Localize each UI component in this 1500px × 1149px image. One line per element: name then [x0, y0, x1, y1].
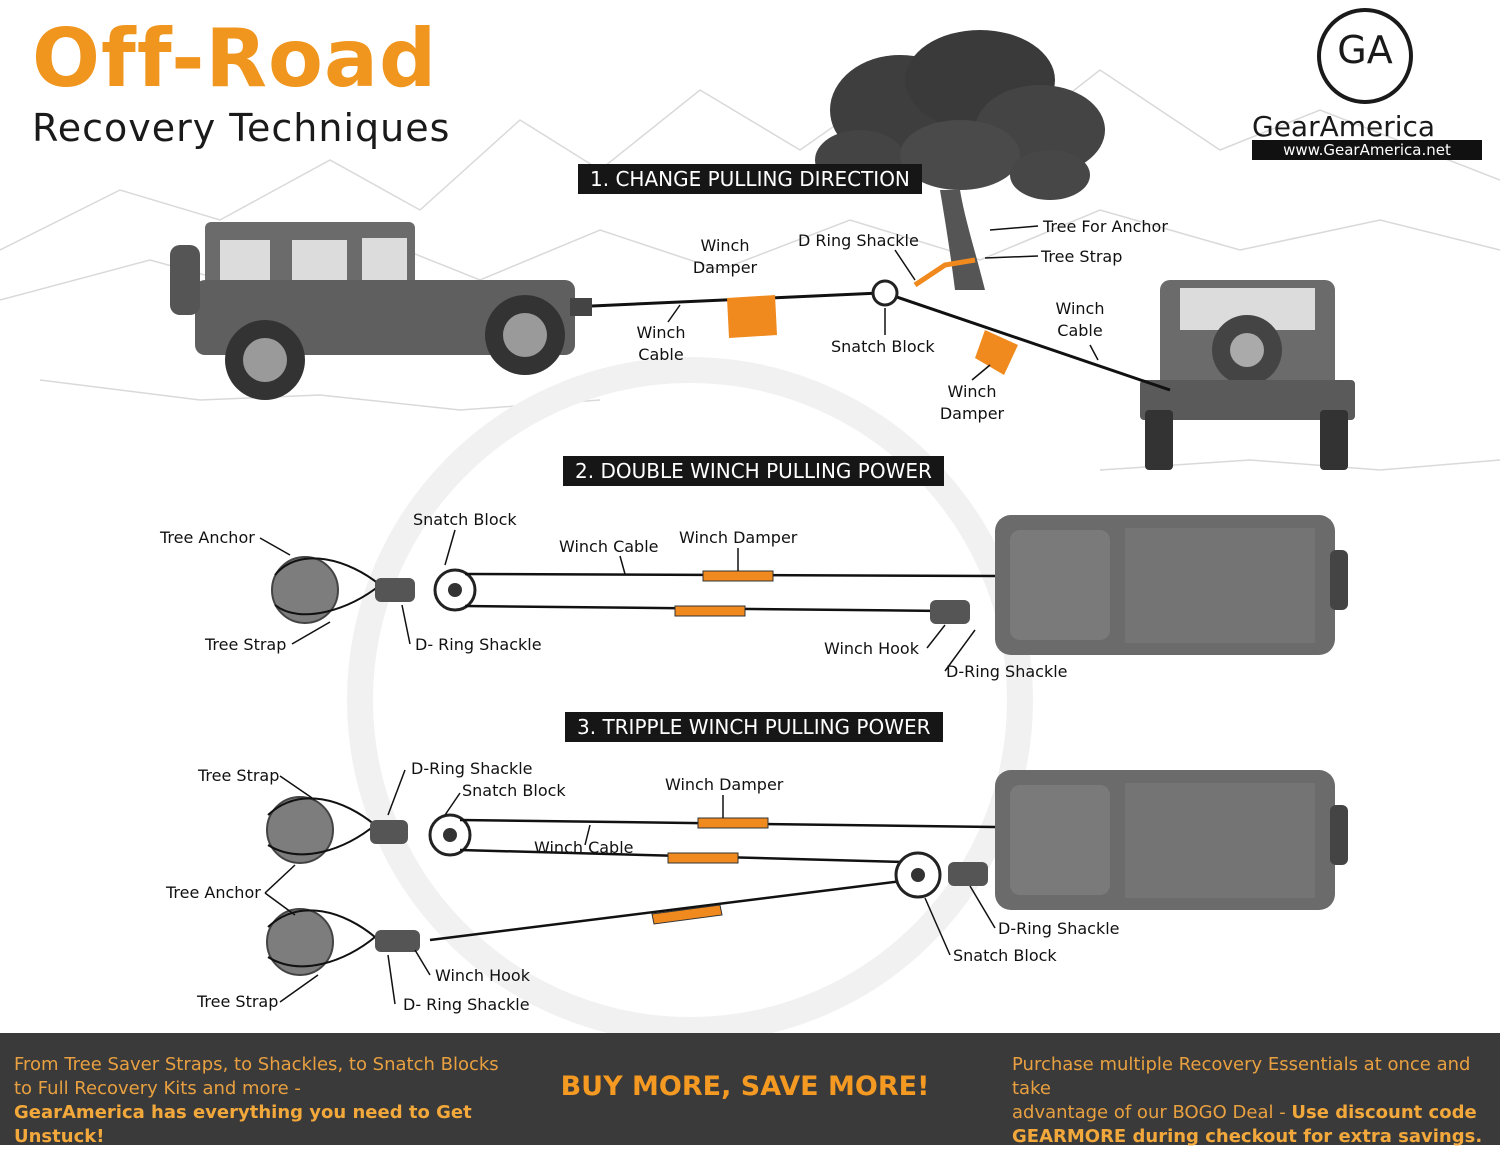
jeep-top-illustration-2 — [995, 515, 1348, 655]
footer-right-line3-bold: GEARMORE during checkout for extra savin… — [1012, 1126, 1483, 1147]
label-winch-cable-3: Winch Cable — [534, 838, 634, 857]
label-snatch-block-3-right: Snatch Block — [953, 946, 1057, 965]
footer-right-line2a: advantage of our BOGO Deal - — [1012, 1102, 1292, 1123]
label-snatch-block-1: Snatch Block — [831, 337, 935, 356]
brand-logo-mark: GA — [1337, 28, 1393, 72]
label-d-ring-shackle-2-right: D-Ring Shackle — [946, 662, 1068, 681]
jeep-rear-illustration — [1140, 280, 1355, 470]
label-tree-anchor-2: Tree Anchor — [160, 528, 255, 547]
section-2-banner: 2. DOUBLE WINCH PULLING POWER — [563, 456, 944, 486]
winch-cable-2 — [884, 291, 1171, 392]
label-snatch-block-3-top: Snatch Block — [462, 781, 566, 800]
winch-damper-2 — [975, 330, 1018, 375]
tree-strap-line — [913, 257, 976, 288]
label-d-ring-shackle-2-left: D- Ring Shackle — [415, 635, 542, 654]
label-winch-damper-1: Winch Damper — [692, 236, 758, 277]
footer-right-line1: Purchase multiple Recovery Essentials at… — [1012, 1054, 1471, 1099]
promo-footer: From Tree Saver Straps, to Shackles, to … — [0, 1033, 1500, 1147]
section-3-banner: 3. TRIPPLE WINCH PULLING POWER — [565, 712, 943, 742]
winch-damper-2a — [702, 570, 774, 582]
label-d-ring-shackle-3-top: D-Ring Shackle — [411, 759, 533, 778]
brand-url: www.GearAmerica.net — [1252, 140, 1482, 160]
tree-anchor-3a — [266, 796, 377, 864]
tree-anchor-3b — [266, 908, 377, 976]
footer-left-line2: to Full Recovery Kits and more - — [14, 1078, 301, 1099]
label-tree-strap-3-top: Tree Strap — [198, 766, 280, 785]
winch-damper-3b — [667, 852, 739, 864]
winch-damper-3a — [697, 817, 769, 829]
footer-left-line3: GearAmerica has everything you need to G… — [14, 1101, 534, 1149]
label-d-ring-shackle-3-right: D-Ring Shackle — [998, 919, 1120, 938]
label-tree-for-anchor: Tree For Anchor — [1043, 217, 1168, 236]
footer-left-line1: From Tree Saver Straps, to Shackles, to … — [14, 1054, 499, 1075]
label-winch-damper-2: Winch Damper — [939, 382, 1005, 423]
footer-right-line3: GEARMORE during checkout for extra savin… — [1012, 1125, 1492, 1149]
footer-left-line3-bold: GearAmerica has everything you need to G… — [14, 1102, 472, 1147]
footer-left-text: From Tree Saver Straps, to Shackles, to … — [14, 1053, 534, 1149]
winch-damper-2b — [674, 605, 746, 617]
section-1-banner: 1. CHANGE PULLING DIRECTION — [578, 164, 922, 194]
label-tree-anchor-3: Tree Anchor — [166, 883, 261, 902]
label-tree-strap-1: Tree Strap — [1041, 247, 1123, 266]
snatch-block-1 — [871, 279, 899, 307]
label-snatch-block-2: Snatch Block — [413, 510, 517, 529]
label-winch-cable-2: Winch Cable — [1055, 299, 1105, 340]
brand-name: GearAmerica — [1252, 110, 1436, 143]
footer-right-text: Purchase multiple Recovery Essentials at… — [1012, 1053, 1492, 1149]
label-winch-hook-3: Winch Hook — [435, 966, 530, 985]
brand-logo-ring — [1317, 8, 1413, 104]
jeep-top-illustration-3 — [995, 770, 1348, 910]
label-d-ring-shackle: D Ring Shackle — [798, 231, 919, 250]
footer-headline: BUY MORE, SAVE MORE! — [560, 1071, 930, 1102]
label-winch-damper-3: Winch Damper — [665, 775, 784, 794]
page-title: Off-Road — [32, 12, 438, 105]
winch-damper-3c — [651, 904, 723, 925]
footer-right-line2b: Use discount code — [1291, 1102, 1477, 1123]
watermark-circle — [347, 357, 1033, 1033]
label-d-ring-shackle-3-bottom: D- Ring Shackle — [403, 995, 530, 1014]
jeep-side-illustration — [170, 222, 592, 400]
label-tree-strap-2: Tree Strap — [205, 635, 287, 654]
page-subtitle: Recovery Techniques — [32, 106, 451, 150]
winch-damper-1 — [727, 295, 777, 338]
label-tree-strap-3-bottom: Tree Strap — [197, 992, 279, 1011]
label-winch-damper-2: Winch Damper — [679, 528, 798, 547]
label-winch-cable-2: Winch Cable — [559, 537, 659, 556]
footer-right-line2: advantage of our BOGO Deal - Use discoun… — [1012, 1101, 1492, 1125]
label-winch-cable-1: Winch Cable — [636, 323, 686, 364]
label-winch-hook-2: Winch Hook — [824, 639, 919, 658]
